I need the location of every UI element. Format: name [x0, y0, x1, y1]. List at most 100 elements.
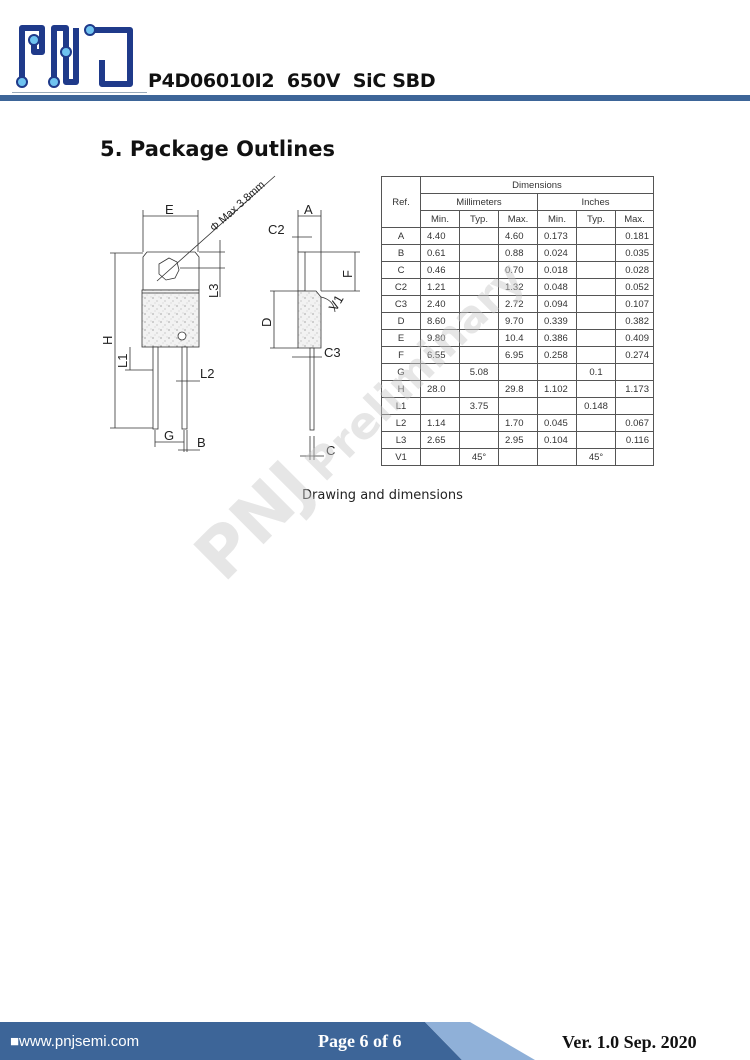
- value-cell: 10.4: [498, 329, 538, 347]
- value-cell: 0.46: [420, 261, 460, 279]
- ref-cell: C2: [381, 278, 421, 296]
- value-cell: [576, 278, 616, 296]
- pnj-logo: [16, 24, 133, 88]
- label-l2: L2: [200, 366, 214, 381]
- value-cell: [459, 431, 499, 449]
- value-cell: 0.258: [537, 346, 577, 364]
- value-cell: [420, 448, 460, 466]
- label-b: B: [197, 435, 206, 450]
- value-cell: 0.048: [537, 278, 577, 296]
- label-g: G: [164, 428, 174, 443]
- subheader-cell: Min.: [537, 210, 577, 228]
- value-cell: [459, 244, 499, 262]
- value-cell: 0.382: [615, 312, 654, 330]
- subheader-cell: Typ.: [576, 210, 616, 228]
- subheader-cell: Max.: [498, 210, 538, 228]
- tab-outline: [142, 251, 200, 291]
- value-cell: 1.102: [537, 380, 577, 398]
- value-cell: 45°: [576, 448, 616, 466]
- value-cell: 6.55: [420, 346, 460, 364]
- value-cell: [615, 448, 654, 466]
- value-cell: 0.386: [537, 329, 577, 347]
- value-cell: [576, 414, 616, 432]
- value-cell: [537, 448, 577, 466]
- ref-cell: B: [381, 244, 421, 262]
- value-cell: 2.95: [498, 431, 538, 449]
- value-cell: 0.409: [615, 329, 654, 347]
- label-h: H: [100, 336, 115, 345]
- ref-cell: C: [381, 261, 421, 279]
- value-cell: [459, 346, 499, 364]
- label-l3: L3: [206, 284, 221, 298]
- footer-page-number: Page 6 of 6: [318, 1031, 402, 1051]
- value-cell: 4.40: [420, 227, 460, 245]
- value-cell: [576, 329, 616, 347]
- ref-cell: D: [381, 312, 421, 330]
- value-cell: [576, 295, 616, 313]
- value-cell: 1.173: [615, 380, 654, 398]
- value-cell: 2.72: [498, 295, 538, 313]
- ref-cell: G: [381, 363, 421, 381]
- ref-cell: V1: [381, 448, 421, 466]
- lead-side: [309, 347, 315, 431]
- value-cell: 29.8: [498, 380, 538, 398]
- value-cell: 4.60: [498, 227, 538, 245]
- value-cell: 3.75: [459, 397, 499, 415]
- value-cell: [576, 244, 616, 262]
- footer-band: [0, 1022, 535, 1060]
- value-cell: 8.60: [420, 312, 460, 330]
- value-cell: 28.0: [420, 380, 460, 398]
- value-cell: 0.61: [420, 244, 460, 262]
- value-cell: 0.181: [615, 227, 654, 245]
- footer-website: ■www.pnjsemi.com: [10, 1033, 140, 1050]
- value-cell: 2.65: [420, 431, 460, 449]
- value-cell: 0.052: [615, 278, 654, 296]
- value-cell: 0.1: [576, 363, 616, 381]
- section-title: 5. Package Outlines: [100, 137, 335, 161]
- value-cell: 0.035: [615, 244, 654, 262]
- subheader-cell: Min.: [420, 210, 460, 228]
- value-cell: 0.339: [537, 312, 577, 330]
- ref-cell: L1: [381, 397, 421, 415]
- lead-2: [181, 346, 188, 430]
- value-cell: [537, 397, 577, 415]
- document-title: P4D06010I2 650V SiC SBD: [148, 70, 436, 92]
- value-cell: [576, 312, 616, 330]
- value-cell: 0.104: [537, 431, 577, 449]
- subheader-cell: Typ.: [459, 210, 499, 228]
- value-cell: 0.70: [498, 261, 538, 279]
- value-cell: [420, 397, 460, 415]
- value-cell: 1.70: [498, 414, 538, 432]
- value-cell: [459, 295, 499, 313]
- ref-cell: L2: [381, 414, 421, 432]
- value-cell: [576, 380, 616, 398]
- label-a: A: [304, 202, 313, 217]
- label-l1: L1: [115, 354, 130, 368]
- figure-caption: Drawing and dimensions: [302, 488, 463, 503]
- value-cell: 0.116: [615, 431, 654, 449]
- value-cell: [537, 363, 577, 381]
- value-cell: [576, 227, 616, 245]
- value-cell: 9.80: [420, 329, 460, 347]
- value-cell: 0.045: [537, 414, 577, 432]
- value-cell: [459, 329, 499, 347]
- dimensions-table: Ref. Dimensions Millimeters Inches Min.T…: [381, 176, 654, 466]
- label-c3: C3: [324, 345, 341, 360]
- value-cell: 9.70: [498, 312, 538, 330]
- ref-cell: H: [381, 380, 421, 398]
- header-divider: [12, 92, 147, 93]
- ref-cell: E: [381, 329, 421, 347]
- value-cell: [459, 380, 499, 398]
